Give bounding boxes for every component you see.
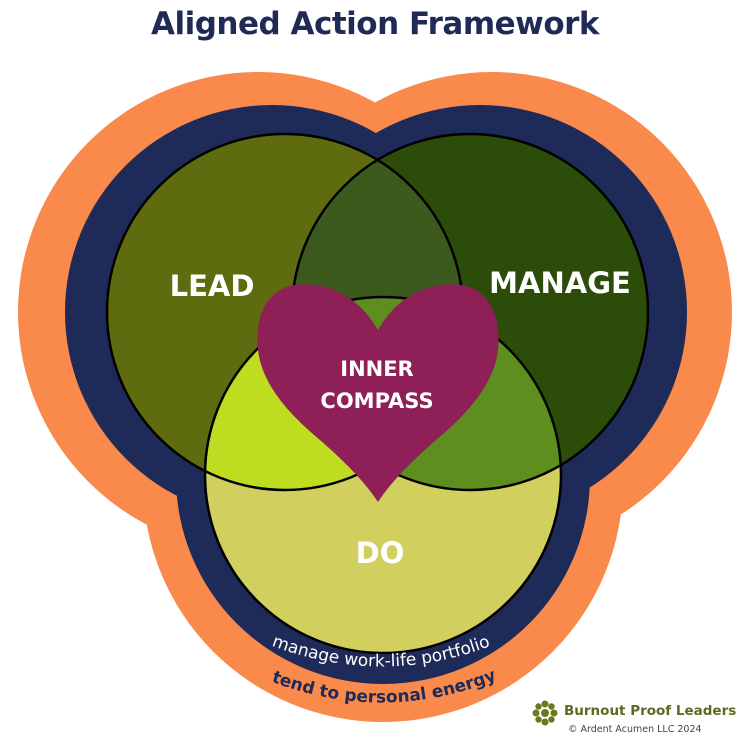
inner-compass-line2: COMPASS: [320, 389, 433, 413]
flower-logo-icon: [532, 700, 558, 726]
heart-icon: [257, 284, 499, 502]
copyright-text: © Ardent Acumen LLC 2024: [568, 724, 702, 735]
manage-label: MANAGE: [489, 266, 631, 300]
page-title: Aligned Action Framework: [150, 6, 600, 42]
do-label: DO: [356, 536, 405, 570]
brand-footer: Burnout Proof Leaders © Ardent Acumen LL…: [530, 698, 745, 743]
brand-name: Burnout Proof Leaders: [564, 703, 737, 719]
lead-label: LEAD: [170, 269, 255, 303]
inner-compass-line1: INNER: [340, 357, 413, 381]
